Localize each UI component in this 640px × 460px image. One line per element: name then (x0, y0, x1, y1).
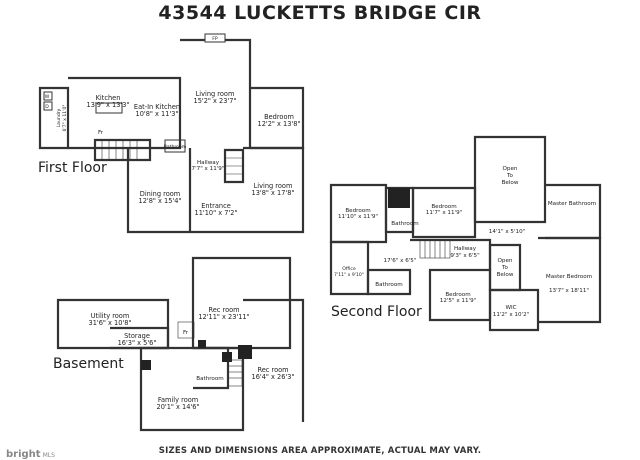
bed1-name: Bedroom (345, 208, 370, 214)
fr-label: Fr (98, 130, 104, 136)
washer-label: W (45, 94, 50, 100)
first-floor-label: First Floor (38, 160, 107, 176)
bedroom-dims: 12'2" x 13'8" (258, 120, 301, 128)
bed2-name: Bedroom (431, 204, 456, 210)
wic-outline (488, 288, 540, 332)
hall-name: Hallway (454, 246, 477, 252)
eatin-dims: 10'8" x 11'3" (136, 110, 179, 118)
dining-outline (126, 148, 243, 234)
hallway-name: Hallway (197, 160, 220, 166)
open-below-1-line3: Below (502, 180, 519, 186)
bath2-name: Bathroom (375, 282, 402, 288)
second-floor-stair (419, 239, 451, 259)
living2-name: Living room (254, 182, 293, 190)
basement-label: Basement (53, 356, 124, 372)
stairs-first-2 (223, 148, 245, 184)
page-title: 43544 LUCKETTS BRIDGE CIR (158, 2, 482, 24)
living-room-2-outline (243, 146, 305, 234)
living-name: Living room (196, 90, 235, 98)
laundry-name: Laundry (56, 108, 62, 127)
column-basement (238, 345, 252, 359)
family-name: Family room (158, 396, 198, 404)
office-name: Office (342, 266, 356, 272)
fr-basement-label: Fr (183, 330, 189, 336)
bed2-dims: 11'7" x 11'9" (426, 210, 463, 216)
rec2-outline (243, 298, 305, 422)
open-to-below-2 (488, 243, 522, 292)
bath2-outline (366, 268, 412, 296)
rec1-dims: 12'11" x 23'11" (198, 313, 249, 321)
entrance-name: Entrance (201, 202, 231, 210)
master-bath-outline (545, 183, 602, 240)
storage-outline (110, 326, 170, 350)
dining-name: Dining room (140, 190, 180, 198)
rec2-name: Rec room (257, 366, 288, 374)
first-floor-stair-treads (101, 140, 243, 175)
bed3-dims: 12'5" x 11'9" (440, 298, 477, 304)
family-dims: 20'1" x 14'6" (157, 403, 200, 411)
living-room-outline (180, 38, 252, 148)
laundry-dims: 6'7" x 11'0" (62, 104, 68, 131)
kitchen-dims: 13'9" x 13'3" (87, 101, 130, 109)
wic-name: WIC (505, 305, 516, 311)
bathroom-small-label: Bathroom (164, 144, 187, 150)
fireplace (204, 33, 226, 43)
kitchen-outline (68, 76, 182, 150)
open-below-2-line1: Open (498, 258, 513, 264)
bedroom-1-outline (329, 183, 388, 244)
kitchen-name: Kitchen (96, 94, 121, 102)
second-floor-walls (329, 135, 602, 332)
living-dims: 15'2" x 23'7" (194, 97, 237, 105)
rec2-dims: 16'4" x 26'3" (252, 373, 295, 381)
stairs-first (93, 138, 152, 162)
utility-name: Utility room (91, 312, 130, 320)
master-bed-outline (538, 236, 602, 324)
first-floor-walls (38, 38, 305, 234)
bed3-name: Bedroom (445, 292, 470, 298)
open-below-2-line3: Below (497, 272, 514, 278)
dining-dims: 12'8" x 15'4" (139, 197, 182, 205)
office-dims: 7'11" x 9'10" (334, 272, 364, 278)
entrance-dims: 11'10" x 7'2" (195, 209, 238, 217)
logo-suffix: MLS (42, 452, 55, 459)
basement-stair (177, 321, 243, 387)
open-below-1-line2: To (506, 173, 513, 179)
first-floor-fixtures (43, 33, 226, 153)
bed1-dims: 11'10" x 11'9" (338, 214, 378, 220)
column-dark (388, 188, 410, 208)
dryer-label: D (45, 104, 49, 110)
basement-bath-name: Bathroom (196, 376, 223, 382)
open-below-1-line1: Open (503, 166, 518, 172)
kitchen-island (95, 102, 123, 114)
dryer (43, 101, 53, 111)
second-floor-label: Second Floor (331, 304, 422, 320)
bath-name: Bathroom (391, 221, 418, 227)
utility-dims: 31'6" x 10'8" (89, 319, 132, 327)
masterbed-dims: 13'7" x 18'11" (549, 288, 589, 294)
storage-name: Storage (124, 332, 150, 340)
open-below-2-line2: To (501, 265, 508, 271)
wic-dims: 11'2" x 10'2" (493, 312, 530, 318)
rec1-outline (191, 256, 292, 350)
open-dims: 14'1" x 5'10" (489, 229, 526, 235)
stair-dims: 17'6" x 6'5" (384, 258, 417, 264)
eatin-name: Eat-In Kitchen (134, 103, 180, 111)
masterbed-name: Master Bedroom (546, 274, 592, 280)
hall-dims: 9'3" x 6'5" (450, 253, 480, 259)
storage-dims: 16'3" x 5'6" (118, 339, 157, 347)
washer (43, 91, 53, 101)
masterbath-name: Master Bathroom (548, 201, 596, 207)
rec1-name: Rec room (208, 306, 239, 314)
living2-dims: 13'8" x 17'8" (252, 189, 295, 197)
logo-brand: bright (6, 449, 41, 460)
disclaimer: SIZES AND DIMENSIONS AREA APPROXIMATE, A… (158, 446, 482, 456)
hallway-dims: 7'7" x 11'9" (192, 166, 225, 172)
fp-label: FP (212, 36, 218, 42)
bedroom-name: Bedroom (264, 113, 294, 121)
bathroom-small-outline (164, 139, 186, 153)
